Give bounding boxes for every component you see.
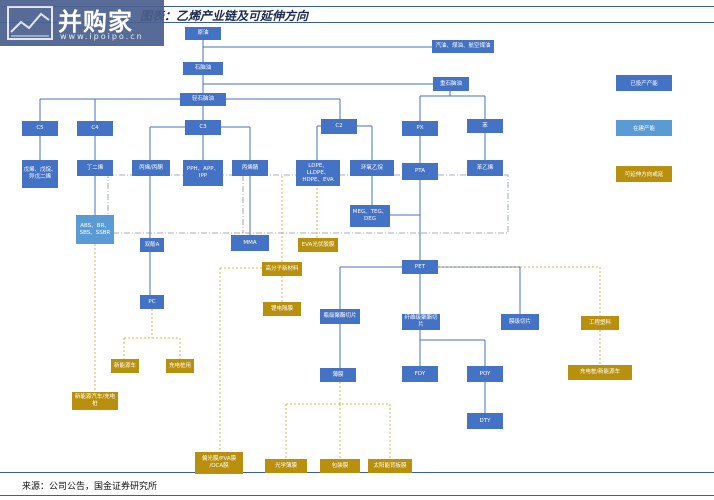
bottom-rule-secondary xyxy=(0,495,714,496)
node-crude-oil: 原油 xyxy=(185,27,221,40)
node-abs: ABS、BR、 SBS、SSBR xyxy=(76,215,114,244)
node-engineering-plastics: 工程塑料 xyxy=(581,316,619,330)
node-styrene: 苯乙烯 xyxy=(467,160,503,176)
node-light-naphtha: 轻石脑油 xyxy=(180,93,226,106)
node-polymer-materials: 高分子新材料 xyxy=(262,262,302,276)
node-meg: MEG、TEG、 DEG xyxy=(350,205,390,227)
node-naphtha: 石脑油 xyxy=(183,62,223,75)
watermark-logo: 并购家 www.ipoipo.cn xyxy=(0,0,164,46)
legend-building: 在建产能 xyxy=(616,120,672,136)
node-butadiene: 丁二烯 xyxy=(77,160,113,176)
node-pta: PTA xyxy=(402,163,438,180)
node-charging-pile-use: 充电桩用 xyxy=(166,359,194,373)
node-film: 薄膜 xyxy=(320,368,356,382)
node-ethylene-oxide: 环氧乙烷 xyxy=(350,160,394,176)
node-pc: PC xyxy=(140,295,164,309)
node-solar-backsheet: 太阳能背板膜 xyxy=(368,459,412,473)
node-c5-derivatives: 戊烯、戊烷、 异戊二烯 xyxy=(22,160,58,188)
node-new-energy-car: 新能源车 xyxy=(111,359,139,373)
node-battery-separator: 锂电隔膜 xyxy=(263,302,301,316)
source-note: 来源：公司公告，国金证券研究所 xyxy=(22,482,158,492)
node-heavy-naphtha: 重石脑油 xyxy=(433,77,469,91)
diagram-title: 图表：乙烯产业链及可延伸方向 xyxy=(140,9,309,23)
node-polypropylene: PPH、APP、 IPP xyxy=(183,160,223,186)
node-propylene-acetone: 丙烯/丙酮 xyxy=(132,160,170,176)
brand-url: www.ipoipo.cn xyxy=(60,32,144,41)
node-c2: C2 xyxy=(321,119,357,134)
node-polarizer-film: 偏光膜/PVA膜 /OCA膜 xyxy=(195,452,243,474)
node-acrylonitrile: 丙烯腈 xyxy=(232,160,268,176)
node-ev-charging-pile: 新能源汽车/充电桩 xyxy=(72,392,118,410)
node-charging-car: 充电桩/新能源车 xyxy=(568,365,632,380)
legend-extension: 可延伸方向或延 xyxy=(616,166,672,182)
node-packaging-film: 包装膜 xyxy=(320,459,360,473)
node-fiber-chip: 纤维级聚酯切片 xyxy=(402,314,440,330)
brand-name: 并购家 xyxy=(58,8,133,36)
legend-existing: 已投产产能 xyxy=(616,75,672,91)
node-benzene: 苯 xyxy=(467,119,503,133)
chart-logo-icon xyxy=(7,6,53,40)
node-px: PX xyxy=(402,121,438,136)
node-polyethylene: LDPE、LLDPE、 HDPE、EVA xyxy=(296,160,340,186)
node-c3: C3 xyxy=(185,120,221,135)
node-mma: MMA xyxy=(231,235,269,251)
node-bottle-chip: 瓶级聚酯切片 xyxy=(320,309,360,324)
node-film-chip: 膜级切片 xyxy=(501,314,539,330)
node-dty: DTY xyxy=(467,413,503,429)
node-optical-film: 光学薄膜 xyxy=(265,459,307,473)
node-c5: C5 xyxy=(22,121,58,136)
node-fdy: FDY xyxy=(402,366,438,382)
top-rule xyxy=(0,6,714,7)
node-eva-pv-film: EVA光伏胶膜 xyxy=(298,238,338,252)
node-fuel: 汽油、煤油、航空煤油 xyxy=(432,40,494,53)
node-poy: POY xyxy=(467,366,503,382)
node-bisphenol-a: 双酚A xyxy=(140,238,164,252)
node-c4: C4 xyxy=(77,121,113,136)
top-rule-secondary xyxy=(0,22,714,23)
node-pet: PET xyxy=(402,260,438,274)
